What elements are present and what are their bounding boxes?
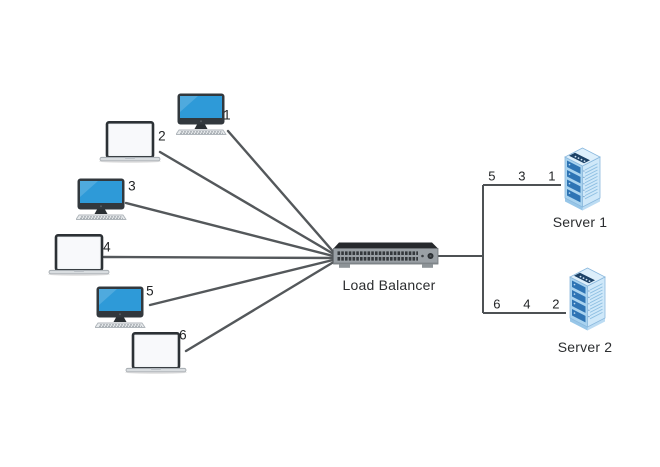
server-1-request-label-b: 3 xyxy=(518,168,526,184)
line-client2-lb xyxy=(158,150,339,258)
client-label-5: 5 xyxy=(146,283,154,299)
load-balancer-icon xyxy=(333,242,439,268)
server-1-request-label-c: 1 xyxy=(548,168,556,184)
server-1-label: Server 1 xyxy=(552,214,608,230)
client-node-3 xyxy=(75,177,128,220)
client-label-1: 1 xyxy=(223,107,231,123)
load-balancer-node xyxy=(332,242,440,272)
server-1-request-label-a: 5 xyxy=(488,168,496,184)
server-2-request-label-c: 2 xyxy=(552,296,560,312)
desktop-icon xyxy=(175,93,227,135)
server-icon xyxy=(564,147,601,211)
client-node-5 xyxy=(94,285,147,328)
server-2-request-label-a: 6 xyxy=(493,296,501,312)
server-node-2 xyxy=(567,266,607,334)
server-branch-lines xyxy=(438,184,566,314)
server-2-request-label-b: 4 xyxy=(523,296,531,312)
client-label-2: 2 xyxy=(158,128,166,144)
client-node-4 xyxy=(47,233,111,276)
line-client5-lb xyxy=(148,257,339,307)
client-label-4: 4 xyxy=(103,239,111,255)
line-client1-lb xyxy=(226,129,339,258)
line-client3-lb xyxy=(124,201,339,259)
laptop-icon xyxy=(125,331,187,374)
client-lines xyxy=(102,129,339,353)
load-balancer-label: Load Balancer xyxy=(342,277,436,293)
line-client4-lb xyxy=(102,255,339,260)
line-client6-lb xyxy=(184,258,339,353)
server-node-1 xyxy=(562,146,602,214)
client-label-3: 3 xyxy=(128,178,136,194)
server-2-label: Server 2 xyxy=(557,339,613,355)
client-node-2 xyxy=(98,120,162,163)
laptop-icon xyxy=(48,233,110,276)
client-label-6: 6 xyxy=(179,327,187,343)
client-node-6 xyxy=(124,331,188,374)
client-node-1 xyxy=(175,92,228,135)
desktop-icon xyxy=(75,178,127,220)
desktop-icon xyxy=(94,286,146,328)
laptop-icon xyxy=(99,120,161,163)
server-icon xyxy=(569,267,606,331)
